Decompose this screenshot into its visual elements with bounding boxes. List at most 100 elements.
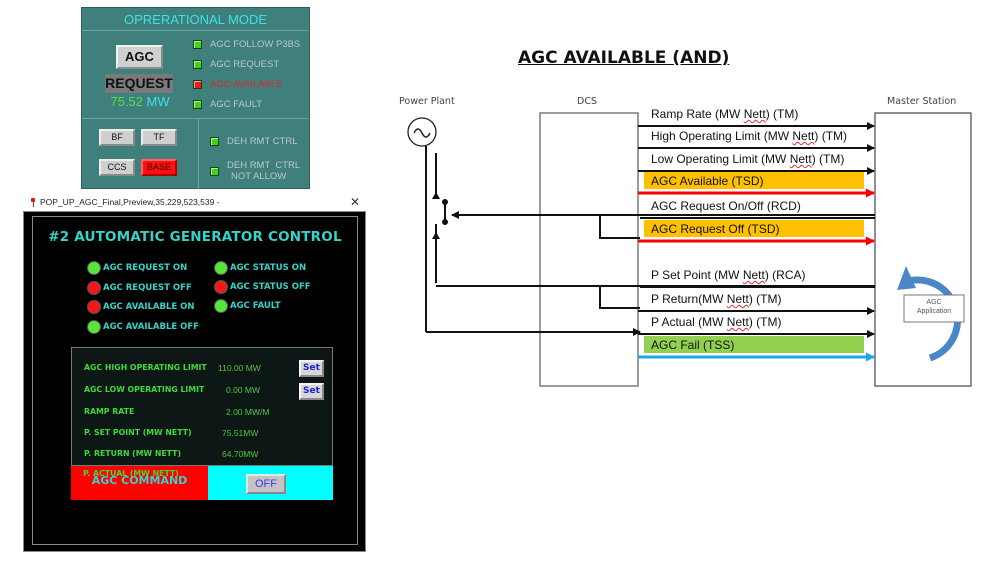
- request-label: REQUEST: [105, 74, 173, 93]
- status-label: AGC AVAILABLE: [210, 79, 283, 90]
- agc-command-area: OFF: [208, 466, 333, 500]
- status-led-icon: [193, 40, 202, 49]
- status-deh-rmt-ctrl: DEH RMT CTRL: [210, 136, 298, 147]
- indicator-label: AGC REQUEST ON: [103, 263, 188, 273]
- status-led-icon: [193, 60, 202, 69]
- agc-application-box: [903, 294, 965, 323]
- indicator-led-icon: [87, 320, 101, 334]
- agc-popup-window: #2 AUTOMATIC GENERATOR CONTROL AGC REQUE…: [23, 211, 366, 552]
- param-label-return: P. RETURN (MW NETT): [84, 449, 182, 458]
- agc-command-off-button[interactable]: OFF: [246, 474, 286, 494]
- indicator-label: AGC STATUS ON: [230, 263, 307, 273]
- indicator-agc-available-off: AGC AVAILABLE OFF: [87, 320, 199, 334]
- agc-command-label: AGC COMMAND: [71, 466, 208, 500]
- signal-arrow: [640, 217, 875, 219]
- status-label: DEH RMT CTRL: [227, 136, 298, 147]
- indicator-led-icon: [87, 300, 101, 314]
- signal-row: AGC Fail (TSS): [638, 335, 875, 362]
- popup-frame: #2 AUTOMATIC GENERATOR CONTROL AGC REQUE…: [32, 216, 358, 545]
- status-label: AGC REQUEST: [210, 59, 280, 70]
- status-label: DEH RMT CTRL: [227, 160, 301, 171]
- signal-arrow: [638, 144, 875, 152]
- breaker-contact: [442, 219, 448, 225]
- signal-label: AGC Fail (TSS): [651, 338, 735, 352]
- mw-unit: MW: [146, 94, 170, 109]
- sine-wave-icon: [413, 128, 431, 138]
- signal-row: Ramp Rate (MW Nett) (TM): [638, 104, 875, 130]
- param-value-return: 64.70MW: [222, 449, 259, 459]
- return-branch: [599, 286, 640, 309]
- set-low-limit-button[interactable]: Set: [299, 383, 324, 400]
- arrow-up-icon: [432, 192, 440, 199]
- param-label-actual: P. ACTUAL (MW NETT): [83, 469, 179, 478]
- arrow-up-icon: [432, 232, 440, 239]
- signal-arrow: [638, 352, 875, 362]
- signal-row: AGC Available (TSD): [638, 171, 875, 198]
- arrow-head-icon: [897, 266, 916, 290]
- signal-row: P Return(MW Nett) (TM): [638, 289, 875, 315]
- window-title-bar: POP_UP_AGC_Final,Preview,35,229,523,539 …: [30, 197, 220, 207]
- signal-arrow: [640, 286, 875, 288]
- status-agc-follow-p3bs: AGC FOLLOW P3BS: [193, 39, 300, 50]
- status-led-icon: [210, 166, 219, 176]
- parameters-panel: AGC HIGH OPERATING LIMIT 110.00 MW Set A…: [71, 347, 333, 466]
- mode-button-tf[interactable]: TF: [141, 129, 177, 146]
- param-label-ramp-rate: RAMP RATE: [84, 407, 135, 416]
- signal-arrow: [638, 167, 875, 175]
- indicator-led-icon: [87, 261, 101, 275]
- indicator-label: AGC FAULT: [230, 301, 281, 311]
- indicator-agc-status-off: AGC STATUS OFF: [214, 280, 311, 294]
- set-high-limit-button[interactable]: Set: [299, 360, 324, 377]
- indicator-label: AGC STATUS OFF: [230, 282, 311, 292]
- signal-highlight: [644, 336, 864, 353]
- signal-row: P Actual (MW Nett) (TM): [638, 312, 875, 338]
- signal-highlight: [644, 172, 864, 189]
- status-label: AGC FAULT: [210, 99, 263, 110]
- signal-list: Ramp Rate (MW Nett) (TM)High Operating L…: [638, 100, 875, 370]
- mode-button-base[interactable]: BASE: [141, 159, 177, 176]
- signal-label: P Actual (MW Nett) (TM): [651, 315, 782, 329]
- operational-mode-title: OPRERATIONAL MODE: [82, 8, 309, 31]
- param-label-set-point: P. SET POINT (MW NETT): [84, 428, 192, 437]
- breaker-contact: [442, 199, 448, 205]
- signal-label: Ramp Rate (MW Nett) (TM): [651, 107, 799, 121]
- indicator-led-icon: [87, 281, 101, 295]
- master-station-label: Master Station: [887, 96, 957, 107]
- status-agc-fault: AGC FAULT: [193, 99, 262, 110]
- signal-arrow: [638, 188, 875, 198]
- signal-label: Low Operating Limit (MW Nett) (TM): [651, 152, 845, 166]
- signal-row: AGC Request On/Off (RCD): [638, 196, 875, 219]
- indicator-agc-status-on: AGC STATUS ON: [214, 261, 306, 275]
- mw-readout: 75.52 MW: [99, 94, 181, 109]
- indicator-led-icon: [214, 299, 228, 313]
- application-label-line1: AGC: [926, 299, 942, 306]
- status-label-2: NOT ALLOW: [231, 171, 287, 182]
- status-led-icon: [193, 80, 202, 89]
- divider: [82, 118, 309, 119]
- divider: [198, 119, 199, 189]
- mode-button-ccs[interactable]: CCS: [99, 159, 135, 176]
- request-off-branch: [599, 215, 640, 239]
- param-label-high-limit: AGC HIGH OPERATING LIMIT: [84, 363, 207, 372]
- status-led-icon: [210, 137, 219, 146]
- mode-button-bf[interactable]: BF: [99, 129, 135, 146]
- agc-application-label: AGC Application: [904, 298, 964, 316]
- close-icon[interactable]: ✕: [350, 195, 361, 209]
- dcs-label: DCS: [577, 96, 597, 107]
- diagram-title: AGC AVAILABLE (AND): [518, 48, 730, 68]
- param-value-high-limit: 110.00 MW: [218, 363, 261, 373]
- dcs-box: [539, 112, 639, 387]
- agc-button[interactable]: AGC: [116, 45, 163, 69]
- popup-title: #2 AUTOMATIC GENERATOR CONTROL: [48, 229, 342, 245]
- mw-value: 75.52: [110, 94, 143, 109]
- param-label-low-limit: AGC LOW OPERATING LIMIT: [84, 385, 205, 394]
- signal-row: Low Operating Limit (MW Nett) (TM): [638, 149, 875, 175]
- param-value-low-limit: 0.00 MW: [226, 385, 261, 395]
- indicator-agc-request-off: AGC REQUEST OFF: [87, 281, 192, 295]
- signal-arrow: [638, 236, 875, 246]
- status-led-icon: [193, 100, 202, 109]
- param-value-set-point: 75.51MW: [222, 428, 259, 438]
- indicator-label: AGC AVAILABLE ON: [103, 302, 195, 312]
- signal-row: AGC Request Off (TSD): [638, 219, 875, 246]
